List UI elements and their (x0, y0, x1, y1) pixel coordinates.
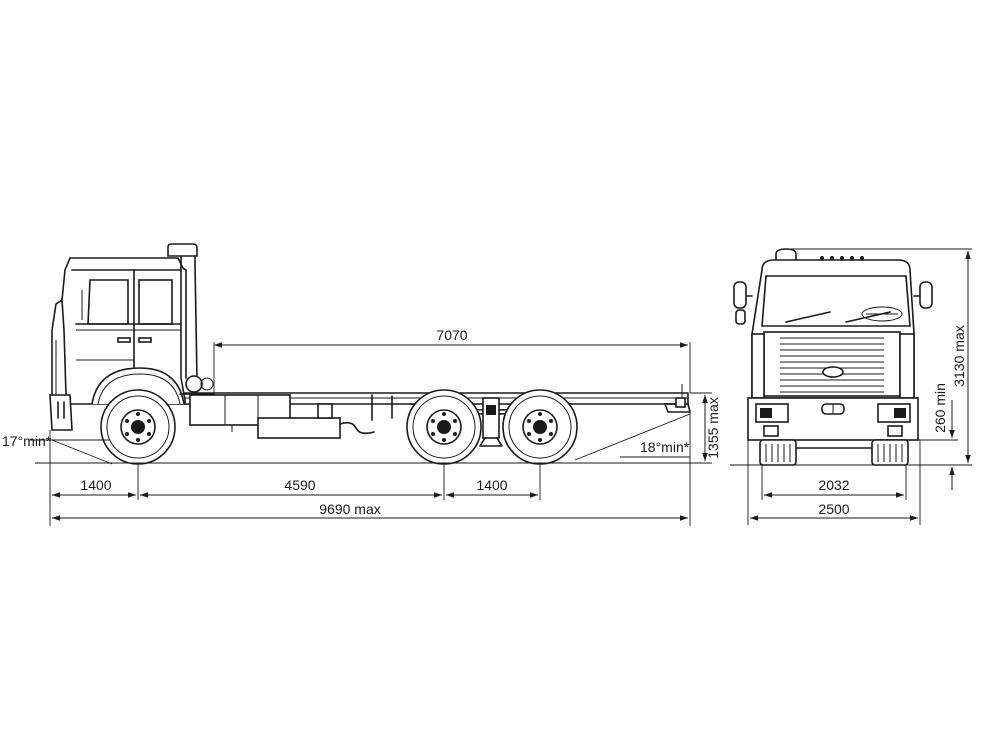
overall-width-label: 2500 (818, 501, 849, 517)
front-extension-lines (730, 248, 972, 525)
roof-lights (820, 256, 864, 260)
engine-details (179, 375, 215, 395)
front-wheel (100, 389, 176, 465)
grille-slats (780, 337, 884, 393)
front-dimension-lines (750, 251, 971, 521)
front-wheel-arch (91, 367, 185, 405)
cab-rear-window (138, 279, 173, 325)
grille-emblem (822, 366, 844, 378)
side-mirrors (733, 281, 933, 325)
fuel-tank (189, 394, 375, 439)
cab-door-window (87, 279, 129, 325)
rear-wheel-2 (502, 389, 578, 465)
front-tire-left (759, 439, 797, 466)
front-tire-right (871, 439, 909, 466)
cab-side (49, 257, 186, 431)
frame-height-label: 1355 max (705, 397, 721, 458)
rear-axle-spacing-label: 1400 (476, 477, 507, 493)
overall-height-label: 3130 max (951, 325, 967, 386)
windshield (761, 275, 911, 327)
rear-wheel-1 (406, 389, 482, 465)
ground-lines (30, 413, 691, 465)
departure-angle-label: 18°min* (640, 439, 690, 455)
front-overhang-label: 1400 (80, 477, 111, 493)
overall-length-label: 9690 max (319, 501, 380, 517)
track-width-label: 2032 (818, 477, 849, 493)
air-intake-pipe (167, 243, 198, 381)
roof-beacon (775, 248, 797, 263)
front-view: 2032 2500 3130 max 260 min (730, 248, 972, 525)
wheelbase-label: 4590 (284, 477, 315, 493)
ground-clearance-label: 260 min (932, 383, 948, 433)
approach-angle-label: 17°min* (2, 433, 52, 449)
frame-length-label: 7070 (436, 327, 467, 343)
front-bumper (49, 394, 73, 431)
side-extension-lines (49, 342, 712, 526)
side-view: 7070 1400 4590 1400 9690 max 17°min* 18°… (2, 243, 721, 526)
side-dimension-lines (52, 342, 708, 521)
